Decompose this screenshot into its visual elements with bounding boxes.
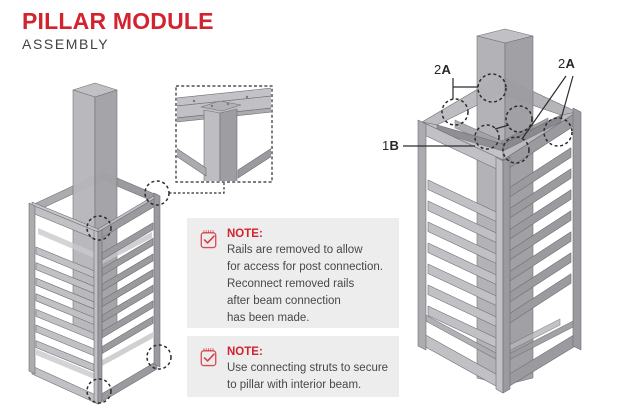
callout-letter: B [389, 138, 400, 153]
callout-number: 1 [382, 138, 390, 153]
connection-marker [146, 344, 172, 370]
connection-marker [441, 98, 469, 126]
connection-marker [86, 215, 112, 241]
note-line: has been made. [227, 312, 310, 324]
connection-marker [502, 136, 530, 164]
note-box-1: NOTE: Rails are removed to allow for acc… [187, 218, 399, 328]
note-label: NOTE: [227, 228, 263, 240]
callout-letter: A [441, 62, 452, 77]
connection-marker [86, 378, 112, 404]
left-pillar-diagram [28, 82, 161, 405]
leader-line [169, 183, 225, 194]
callout-number: 2 [558, 56, 566, 71]
note-line: for access for post connection. [227, 261, 383, 273]
callout-label-2a-right: 2A [558, 56, 575, 71]
note-line: Reconnect removed rails [227, 278, 355, 290]
note-checklist-icon [200, 230, 217, 249]
note-checklist-icon [200, 348, 217, 367]
note-text-block: NOTE: Use connecting struts to secure to… [227, 346, 388, 394]
page-title: PILLAR MODULE [22, 8, 214, 34]
leader-line [521, 75, 567, 140]
note-label: NOTE: [227, 346, 263, 358]
leader-line [494, 124, 510, 130]
callout-letter: A [565, 56, 576, 71]
callout-label-2a-left: 2A [434, 62, 451, 77]
connection-marker [543, 117, 573, 147]
note-box-2: NOTE: Use connecting struts to secure to… [187, 336, 399, 397]
note-line: after beam connection [227, 295, 341, 307]
callout-leader-lines [169, 75, 574, 194]
page-header: PILLAR MODULE ASSEMBLY [22, 8, 214, 52]
note-line: to pillar with interior beam. [227, 379, 362, 391]
note-text-block: NOTE: Rails are removed to allow for acc… [227, 228, 383, 327]
callout-label-1b: 1B [382, 138, 399, 153]
connection-markers [86, 73, 573, 404]
connection-marker [477, 73, 507, 103]
note-line: Rails are removed to allow [227, 244, 363, 256]
page-subtitle: ASSEMBLY [22, 36, 110, 52]
connection-marker [474, 124, 500, 150]
detail-callout-box [175, 85, 273, 183]
right-pillar-diagram [417, 28, 582, 394]
callout-number: 2 [434, 62, 442, 77]
leader-line [560, 75, 574, 120]
note-line: Use connecting struts to secure [227, 362, 389, 374]
connection-marker [505, 105, 533, 133]
